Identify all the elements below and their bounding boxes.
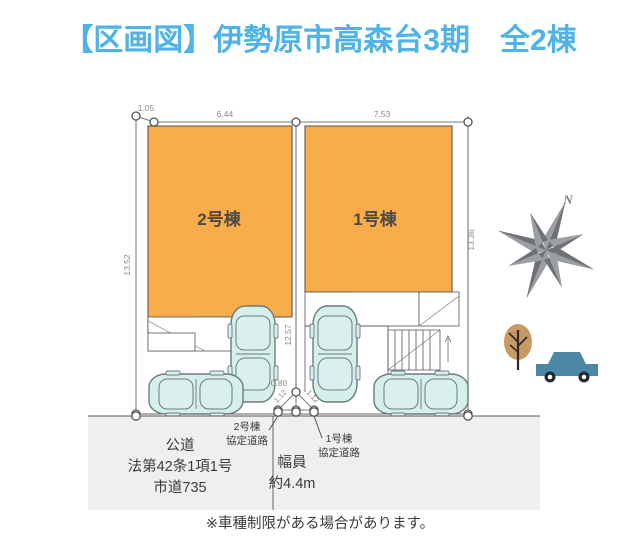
building-1-label: 1号棟: [353, 209, 397, 229]
parking-car-lot1-horizontal: [373, 370, 469, 418]
dim-top-left-diagonal: 1.05: [138, 103, 155, 113]
staircase: [387, 329, 452, 371]
footnote-text: ※車種制限がある場合があります。: [205, 516, 435, 532]
private-road-left-line2: 協定道路: [226, 434, 268, 447]
top-vertex-markers: [131, 111, 473, 127]
parking-car-lot2-vertical: [227, 305, 279, 403]
dim-center-upper: 0.80: [271, 378, 288, 388]
compass-rose-icon: N: [497, 192, 595, 299]
page-title: 【区画図】伊勢原市高森台3期 全2棟: [63, 24, 577, 57]
top-dimension-lines: [135, 115, 468, 123]
building-2: 2号棟: [147, 125, 293, 334]
dim-top-lot2: 6.44: [217, 109, 234, 119]
private-road-leaders: [268, 415, 323, 439]
public-road-line2: 法第42条1項1号: [128, 457, 233, 475]
private-road-left-line1: 2号棟: [234, 420, 261, 433]
parking-car-lot2-horizontal: [148, 370, 244, 418]
building-1: 1号棟: [304, 125, 453, 309]
building-2-shape: [147, 125, 293, 334]
plot-diagram: 2号棟 1号棟: [0, 90, 640, 510]
car-icon: [536, 352, 598, 383]
dim-right-depth: 13.36: [466, 229, 476, 251]
public-road-line1: 公道: [166, 437, 195, 454]
private-road-right-line2: 協定道路: [318, 446, 360, 459]
road-width-line2: 約4.4m: [269, 475, 316, 492]
road-gray-band: [88, 416, 540, 510]
dim-left-depth: 13.52: [122, 254, 132, 276]
bottom-vertex-markers-top: [131, 407, 473, 421]
building-2-step: [147, 332, 196, 352]
compass-north-label: N: [562, 192, 573, 207]
dim-middle-depth: 12.57: [283, 324, 293, 346]
tree-icon: [504, 324, 532, 370]
public-road-line3: 市道735: [153, 479, 206, 496]
road-width-line1: 幅員: [278, 454, 307, 471]
dim-top-lot1: 7.53: [374, 109, 391, 119]
building-2-label: 2号棟: [197, 209, 241, 229]
private-road-right-line1: 1号棟: [326, 432, 353, 445]
parking-car-lot1-vertical: [309, 305, 361, 403]
